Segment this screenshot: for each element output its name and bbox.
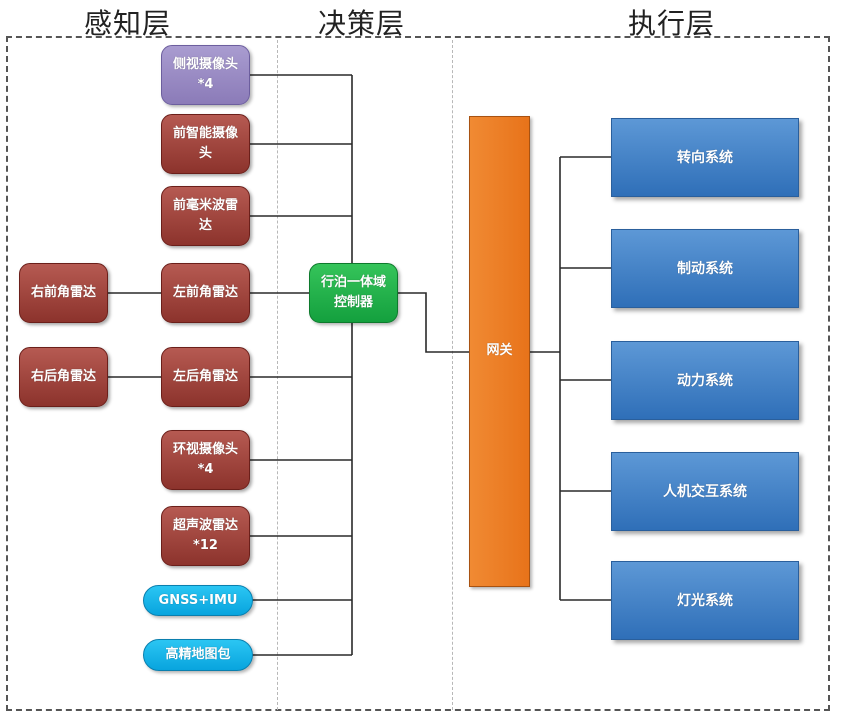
gnss-imu-node[interactable]: GNSS+IMU (143, 585, 253, 616)
divider-perception-decision (277, 40, 278, 710)
hd-map-node[interactable]: 高精地图包 (143, 639, 253, 671)
layer-title-decision: 决策层 (318, 7, 406, 40)
link-controller-gateway (398, 292, 470, 353)
layer-title-perception: 感知层 (84, 7, 172, 40)
ultrasonic-radar-node[interactable]: 超声波雷达*12 (161, 506, 250, 566)
right-front-corner-radar-node[interactable]: 右前角雷达 (19, 263, 108, 323)
left-rear-corner-radar-node[interactable]: 左后角雷达 (161, 347, 250, 407)
outer-dashed-frame (6, 36, 830, 711)
lighting-system-node[interactable]: 灯光系统 (611, 561, 799, 640)
steering-system-node[interactable]: 转向系统 (611, 118, 799, 197)
front-mmwave-radar-node[interactable]: 前毫米波雷达 (161, 186, 250, 246)
divider-decision-execution (452, 40, 453, 710)
domain-controller-node[interactable]: 行泊一体域控制器 (309, 263, 398, 323)
powertrain-system-node[interactable]: 动力系统 (611, 341, 799, 420)
layer-title-execution: 执行层 (628, 7, 716, 40)
left-front-corner-radar-node[interactable]: 左前角雷达 (161, 263, 250, 323)
right-rear-corner-radar-node[interactable]: 右后角雷达 (19, 347, 108, 407)
gateway-node[interactable]: 网关 (469, 116, 530, 587)
hmi-system-node[interactable]: 人机交互系统 (611, 452, 799, 531)
side-camera-node[interactable]: 侧视摄像头*4 (161, 45, 250, 105)
front-camera-node[interactable]: 前智能摄像头 (161, 114, 250, 174)
surround-camera-node[interactable]: 环视摄像头*4 (161, 430, 250, 490)
braking-system-node[interactable]: 制动系统 (611, 229, 799, 308)
